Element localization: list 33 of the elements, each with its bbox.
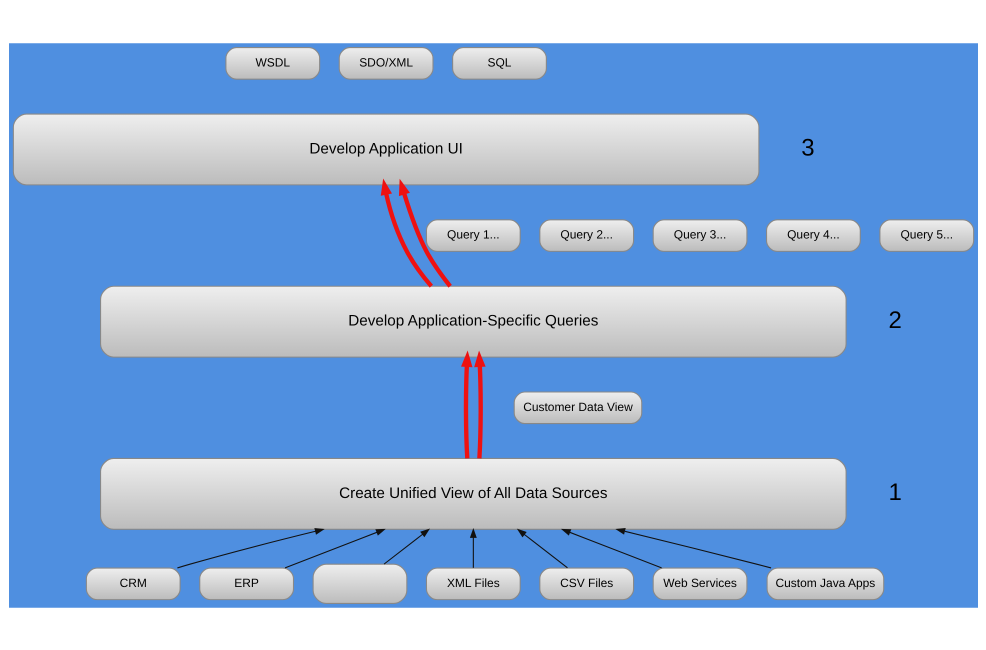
node-box: Custom Java Apps bbox=[766, 566, 884, 600]
node-box: WSDL bbox=[224, 46, 320, 80]
node-box: Develop Application UI bbox=[12, 113, 759, 185]
arrow bbox=[614, 527, 771, 568]
arrow bbox=[474, 350, 486, 458]
arrow bbox=[284, 528, 386, 568]
node-box: Web Services bbox=[652, 566, 747, 600]
arrow bbox=[516, 528, 568, 568]
arrow bbox=[469, 528, 476, 568]
arrow bbox=[460, 350, 472, 458]
node-box: ERP bbox=[198, 566, 294, 600]
node-box bbox=[312, 563, 407, 604]
label: 2 bbox=[888, 306, 902, 334]
label: 1 bbox=[888, 478, 902, 506]
node-box: Create Unified View of All Data Sources bbox=[100, 457, 846, 530]
arrow bbox=[176, 528, 324, 568]
node-box: Query 3... bbox=[652, 218, 747, 252]
arrow bbox=[380, 178, 433, 288]
label: 3 bbox=[800, 134, 814, 162]
node-box: SDO/XML bbox=[338, 46, 434, 80]
node-box: SQL bbox=[452, 46, 546, 80]
node-box: Develop Application-Specific Queries bbox=[100, 285, 846, 358]
arrow bbox=[560, 528, 662, 568]
node-box: Query 1... bbox=[425, 218, 520, 252]
node-box: CRM bbox=[85, 566, 180, 600]
node-box: CSV Files bbox=[538, 566, 634, 600]
node-box: Customer Data View bbox=[513, 390, 642, 424]
arrow bbox=[383, 528, 430, 564]
node-box: Query 4... bbox=[766, 218, 860, 252]
node-box: Query 2... bbox=[538, 218, 634, 252]
node-box: XML Files bbox=[425, 566, 520, 600]
arrow bbox=[398, 178, 452, 288]
node-box: Query 5... bbox=[878, 218, 974, 252]
